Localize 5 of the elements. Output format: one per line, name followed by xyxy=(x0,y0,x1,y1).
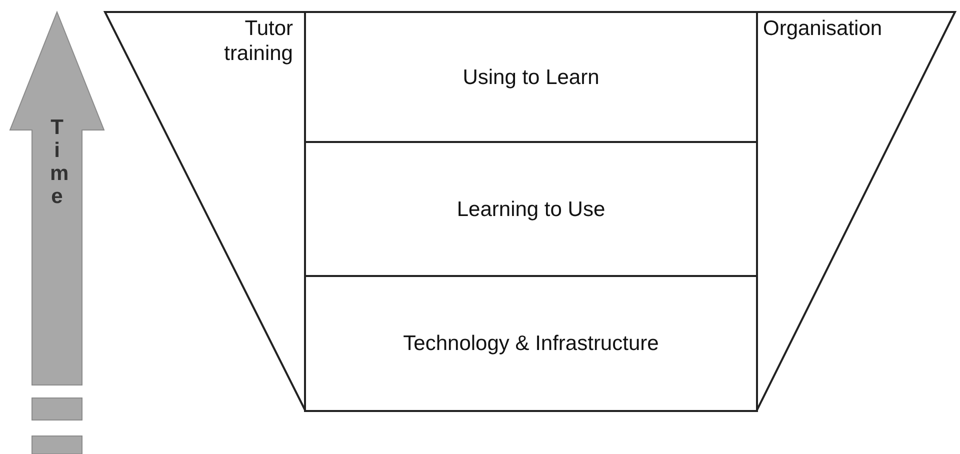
layer-label: Using to Learn xyxy=(462,64,600,90)
layer-label: Learning to Use xyxy=(456,196,606,222)
layer-label: Technology & Infrastructure xyxy=(403,331,659,356)
panel-label: Organisation xyxy=(763,16,882,41)
panel-label: Tutor training xyxy=(223,16,293,66)
